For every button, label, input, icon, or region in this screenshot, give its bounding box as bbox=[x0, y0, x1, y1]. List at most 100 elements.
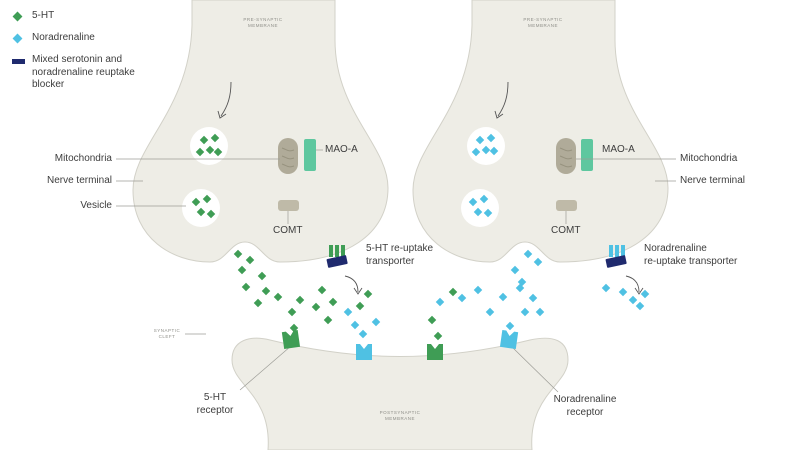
serotonin-receptor-left bbox=[281, 329, 301, 350]
noradrenaline-molecule bbox=[475, 135, 485, 145]
noradrenaline-reuptake-transporter bbox=[605, 245, 627, 268]
serotonin-molecule bbox=[448, 287, 458, 297]
left-nerve-terminal-label: Nerve terminal bbox=[46, 175, 112, 186]
serotonin-molecule bbox=[210, 133, 220, 143]
right-presynaptic-neuron bbox=[412, 0, 669, 263]
postsynaptic-membrane-label: POSTSYNAPTIC MEMBRANE bbox=[379, 410, 421, 421]
left-release-arrow bbox=[220, 81, 232, 117]
legend-item-noradrenaline: Noradrenaline bbox=[12, 32, 212, 47]
noradrenaline-molecule bbox=[471, 147, 481, 157]
serotonin-molecule bbox=[287, 307, 297, 317]
noradrenaline-molecule bbox=[468, 197, 478, 207]
noradrenaline-molecule bbox=[473, 207, 483, 217]
noradrenaline-molecule bbox=[479, 194, 489, 204]
right-release-arrow bbox=[497, 81, 509, 117]
legend-label-blocker: Mixed serotonin and noradrenaline reupta… bbox=[32, 54, 135, 90]
legend: 5-HT Noradrenaline Mixed serotonin and n… bbox=[12, 10, 212, 91]
left-mao-a-label: MAO-A bbox=[325, 144, 358, 155]
molecules-layer bbox=[191, 133, 650, 341]
noradrenaline-molecule bbox=[635, 301, 645, 311]
noradrenaline-molecule bbox=[371, 317, 381, 327]
serotonin-diamond-icon bbox=[12, 11, 23, 22]
serotonin-molecule bbox=[237, 265, 247, 275]
noradrenaline-molecule bbox=[489, 146, 499, 156]
legend-label-noradrenaline: Noradrenaline bbox=[32, 32, 95, 43]
noradrenaline-transporter-label: Noradrenaline re-uptake transporter bbox=[644, 243, 738, 267]
serotonin-transporter-label: 5-HT re-uptake transporter bbox=[366, 243, 434, 267]
receptor-5ht-leader bbox=[239, 345, 292, 391]
left-comt-label: COMT bbox=[273, 225, 303, 236]
left-release-arrowhead bbox=[217, 110, 227, 119]
noradrenaline-molecule bbox=[358, 329, 368, 339]
serotonin-molecule bbox=[245, 255, 255, 265]
serotonin-molecule bbox=[363, 289, 373, 299]
serotonin-molecule bbox=[273, 292, 283, 302]
legend-label-serotonin: 5-HT bbox=[32, 10, 55, 21]
noradrenaline-molecule bbox=[533, 257, 543, 267]
serotonin-molecule bbox=[257, 271, 267, 281]
left-comt bbox=[278, 200, 299, 211]
noradrenaline-molecule bbox=[618, 287, 628, 297]
serotonin-molecule bbox=[206, 209, 216, 219]
noradrenaline-molecule bbox=[628, 295, 638, 305]
noradrenaline-diamond-icon bbox=[12, 33, 23, 44]
right-comt-label: COMT bbox=[551, 225, 581, 236]
noradrenaline-molecule bbox=[528, 293, 538, 303]
serotonin-receptor-right bbox=[427, 344, 443, 360]
noradrenaline-molecule bbox=[517, 277, 527, 287]
right-comt bbox=[556, 200, 577, 211]
right-presynaptic-membrane-label: PRE-SYNAPTIC MEMBRANE bbox=[523, 17, 563, 28]
noradrenaline-molecule bbox=[498, 292, 508, 302]
serotonin-molecule bbox=[253, 298, 263, 308]
serotonin-molecule bbox=[205, 145, 215, 155]
noradrenaline-molecule bbox=[510, 265, 520, 275]
serotonin-molecule bbox=[233, 249, 243, 259]
serotonin-molecule bbox=[433, 331, 443, 341]
postsynaptic-neuron bbox=[231, 337, 569, 450]
right-mitochondria-label: Mitochondria bbox=[680, 153, 738, 164]
serotonin-molecule bbox=[323, 315, 333, 325]
serotonin-molecule bbox=[355, 301, 365, 311]
right-mao-a-label: MAO-A bbox=[602, 144, 635, 155]
noradrenaline-molecule bbox=[457, 293, 467, 303]
noradrenaline-receptor-label: Noradrenaline receptor bbox=[553, 394, 617, 418]
noradrenaline-receptor-right bbox=[499, 329, 519, 350]
noradrenaline-molecule bbox=[435, 297, 445, 307]
blocker-bar-icon bbox=[12, 59, 25, 64]
right-mao-a bbox=[581, 139, 593, 171]
serotonin-molecule bbox=[191, 197, 201, 207]
serotonin-molecule bbox=[289, 323, 299, 333]
serotonin-molecule bbox=[199, 135, 209, 145]
serotonin-molecule bbox=[261, 286, 271, 296]
noradrenaline-molecule bbox=[481, 145, 491, 155]
left-mitochondrion bbox=[278, 138, 298, 174]
serotonin-receptor-label: 5-HT receptor bbox=[196, 392, 234, 416]
noradrenaline-molecule bbox=[483, 208, 493, 218]
noradrenaline-molecule bbox=[485, 307, 495, 317]
legend-item-blocker: Mixed serotonin and noradrenaline reupta… bbox=[12, 54, 212, 90]
noradrenaline-molecule bbox=[343, 307, 353, 317]
noradrenaline-molecule bbox=[505, 321, 515, 331]
serotonin-molecule bbox=[317, 285, 327, 295]
left-presynaptic-membrane-label: PRE-SYNAPTIC MEMBRANE bbox=[243, 17, 283, 28]
noradrenaline-molecule bbox=[601, 283, 611, 293]
left-reuptake-arrowhead bbox=[353, 287, 363, 295]
noradrenaline-molecule bbox=[350, 320, 360, 330]
serotonin-molecule bbox=[195, 147, 205, 157]
receptor-na-leader bbox=[510, 345, 559, 393]
right-vesicle-bottom bbox=[461, 189, 499, 227]
left-mitochondria-label: Mitochondria bbox=[54, 153, 112, 164]
noradrenaline-molecule bbox=[640, 289, 650, 299]
noradrenaline-molecule bbox=[473, 285, 483, 295]
noradrenaline-molecule bbox=[520, 307, 530, 317]
left-reuptake-arrow bbox=[344, 275, 359, 293]
serotonin-molecule bbox=[311, 302, 321, 312]
serotonin-molecule bbox=[202, 194, 212, 204]
right-reuptake-arrow bbox=[625, 275, 640, 293]
legend-item-serotonin: 5-HT bbox=[12, 10, 212, 25]
noradrenaline-molecule bbox=[486, 133, 496, 143]
noradrenaline-molecule bbox=[535, 307, 545, 317]
serotonin-reuptake-transporter bbox=[326, 245, 348, 268]
